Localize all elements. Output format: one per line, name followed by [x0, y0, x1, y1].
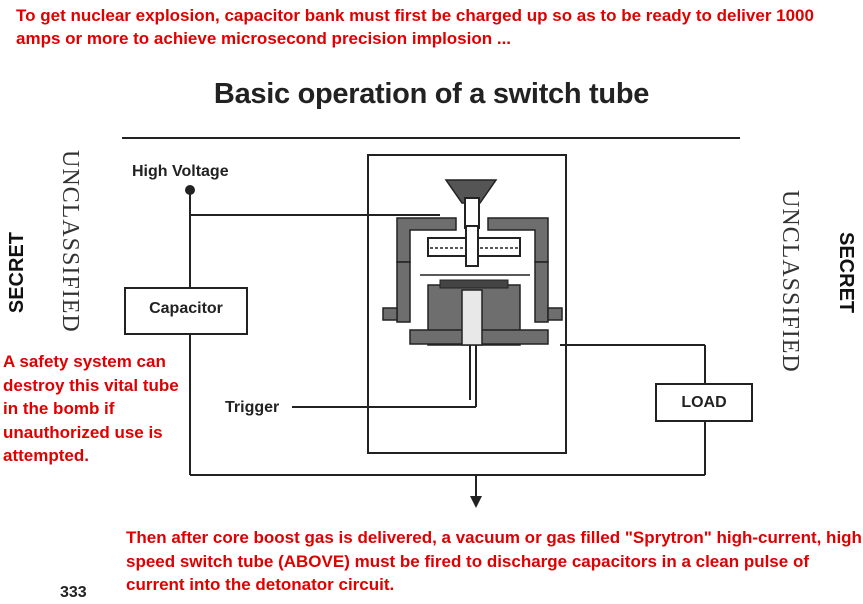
- trigger-label: Trigger: [225, 399, 280, 416]
- page-number: 333: [60, 584, 87, 601]
- load-box: [655, 383, 753, 422]
- capacitor-box: [124, 287, 248, 335]
- high-voltage-label: High Voltage: [132, 163, 229, 180]
- tube-frame: [367, 154, 567, 454]
- tube-stem: [464, 197, 480, 229]
- secret-stamp-left: SECRET: [6, 232, 28, 314]
- left-annotation: A safety system can destroy this vital t…: [3, 352, 179, 465]
- switch-tube-body: [382, 179, 563, 346]
- bottom-annotation: Then after core boost gas is delivered, …: [126, 528, 862, 594]
- capacitor-label: Capacitor: [149, 300, 223, 317]
- high-voltage-node: [185, 185, 195, 195]
- diagram-title: Basic operation of a switch tube: [213, 78, 650, 110]
- centre-electrode: [465, 225, 479, 267]
- ground-arrow: [470, 496, 482, 508]
- secret-stamp-right: SECRET: [835, 232, 857, 314]
- top-annotation: To get nuclear explosion, capacitor bank…: [16, 6, 814, 48]
- trigger-probe: [461, 289, 483, 346]
- unclassified-stamp-left: UNCLASSIFIED: [57, 150, 83, 333]
- load-label: LOAD: [681, 394, 727, 411]
- unclassified-stamp-right: UNCLASSIFIED: [777, 190, 803, 373]
